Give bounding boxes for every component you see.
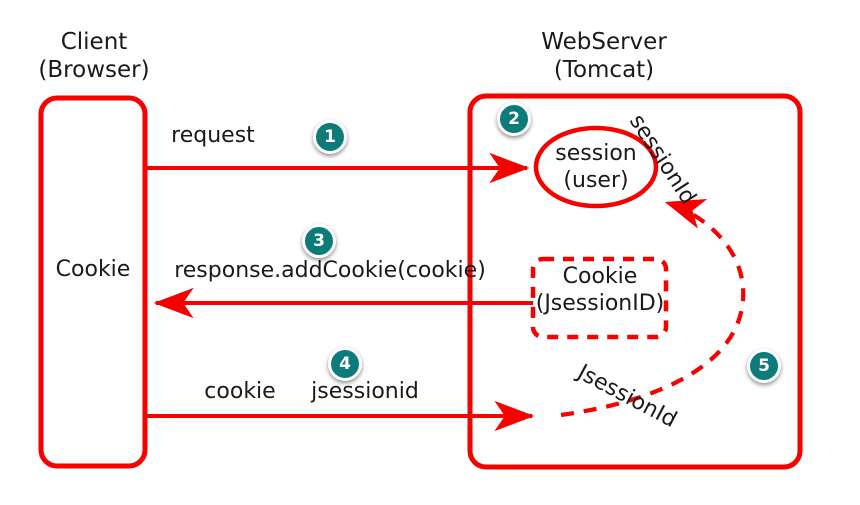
step-badge-3[interactable]: 3 — [302, 224, 336, 258]
session-label: session(user) — [555, 141, 637, 193]
page-title-server: WebServer(Tomcat) — [541, 29, 667, 84]
edge-label-cookie: cookie — [204, 379, 276, 404]
page-title-client: Client(Browser) — [38, 29, 150, 84]
session-ellipse — [533, 125, 659, 209]
step-badge-1[interactable]: 1 — [313, 120, 347, 154]
server-container-box — [467, 93, 803, 470]
dashed-curve-jsessionid — [560, 198, 746, 418]
cookie-jsessionid-label: Cookie(JsessionID) — [535, 264, 665, 316]
step-badge-5[interactable]: 5 — [747, 349, 781, 383]
step-badge-2[interactable]: 2 — [497, 102, 531, 136]
edge-label-request: request — [171, 123, 255, 148]
edge-label-jsessionid: jsessionid — [311, 379, 419, 404]
step-badge-4[interactable]: 4 — [328, 347, 362, 381]
client-cookie-label: Cookie — [55, 257, 131, 282]
edge-label-response-add-cookie: response.addCookie(cookie) — [174, 258, 486, 283]
client-container-box — [38, 95, 148, 469]
